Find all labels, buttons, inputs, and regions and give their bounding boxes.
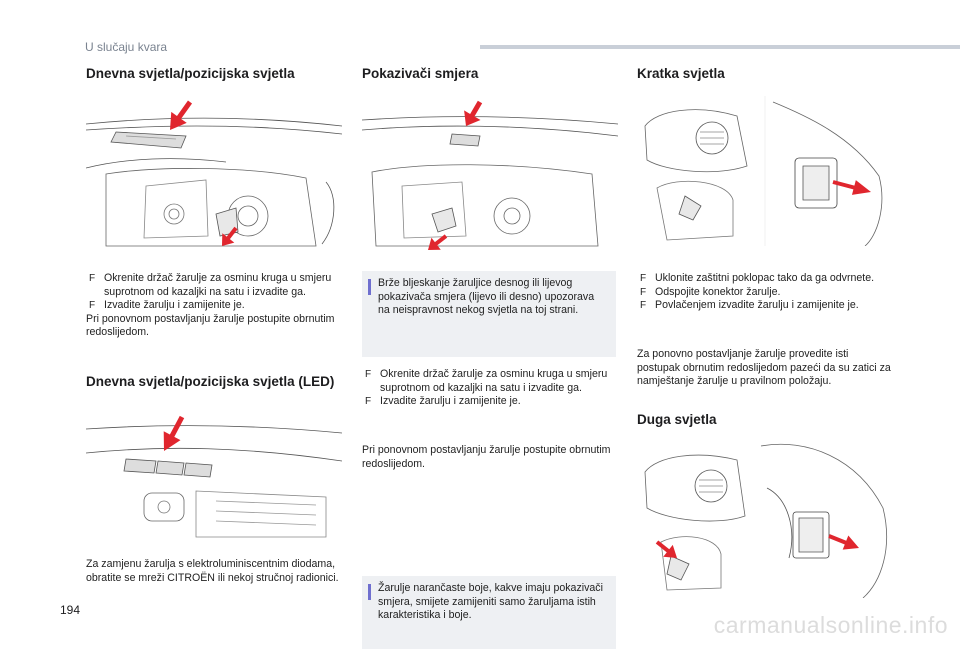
- red-arrow-icon: [428, 234, 448, 250]
- info-box-fast-flashing: Brže bljeskanje žaruljice desnog ili lij…: [362, 271, 616, 357]
- bullet-icon: F: [365, 396, 372, 408]
- turn-signal-reassembly-text: Pri ponovnom postavljanju žarulje postup…: [362, 444, 611, 470]
- red-arrow-icon: [655, 540, 677, 558]
- illustration-turn-signal: [362, 96, 618, 256]
- info-marker-icon: [368, 279, 371, 295]
- section-title-low-beam: Kratka svjetla: [637, 66, 725, 81]
- column-middle: Pokazivači smjera Brže bljeskanje žarulj…: [362, 66, 618, 649]
- illustration-drl-led: [86, 411, 342, 541]
- section-title-high-beam: Duga svjetla: [637, 412, 717, 427]
- bullet-icon: F: [89, 300, 96, 312]
- illustration-drl-headlamp: [86, 96, 342, 256]
- section-title-drl-led: Dnevna svjetla/pozicijska svjetla (LED): [86, 374, 335, 389]
- illustration-low-beam: [637, 96, 893, 246]
- drl-led-text: Za zamjenu žarulja s elektroluminiscentn…: [86, 558, 339, 584]
- chapter-title: U slučaju kvara: [85, 40, 168, 54]
- bullet-icon: F: [89, 273, 96, 284]
- section-title-drl: Dnevna svjetla/pozicijska svjetla: [86, 66, 295, 81]
- bullet-icon: F: [365, 369, 372, 380]
- info-box-orange-bulbs: Žarulje narančaste boje, kakve imaju pok…: [362, 576, 616, 649]
- section-title-turn-signals: Pokazivači smjera: [362, 66, 479, 81]
- page-number: 194: [60, 603, 81, 617]
- red-arrow-icon: [222, 226, 238, 246]
- watermark: carmanualsonline.info: [713, 612, 948, 638]
- red-arrow-icon: [828, 534, 859, 550]
- red-arrow-icon: [464, 100, 483, 126]
- info-text: Brže bljeskanje žaruljice desnog ili lij…: [378, 277, 595, 317]
- low-beam-reassembly-text: Za ponovno postavljanje žarulje provedit…: [637, 348, 891, 388]
- bullet-icon: F: [640, 273, 647, 284]
- drl-reassembly-note: Pri ponovnom postavljanju žarulje postup…: [86, 312, 335, 339]
- illustration-high-beam: [637, 438, 893, 598]
- info-marker-icon: [368, 584, 371, 600]
- header-bar: [480, 45, 960, 49]
- bullet-icon: F: [640, 300, 647, 312]
- red-arrow-icon: [163, 415, 185, 451]
- bullet-icon: F: [640, 286, 647, 298]
- red-arrow-icon: [170, 100, 193, 130]
- red-arrow-icon: [832, 180, 871, 195]
- info-text: Žarulje narančaste boje, kakve imaju pok…: [378, 582, 603, 622]
